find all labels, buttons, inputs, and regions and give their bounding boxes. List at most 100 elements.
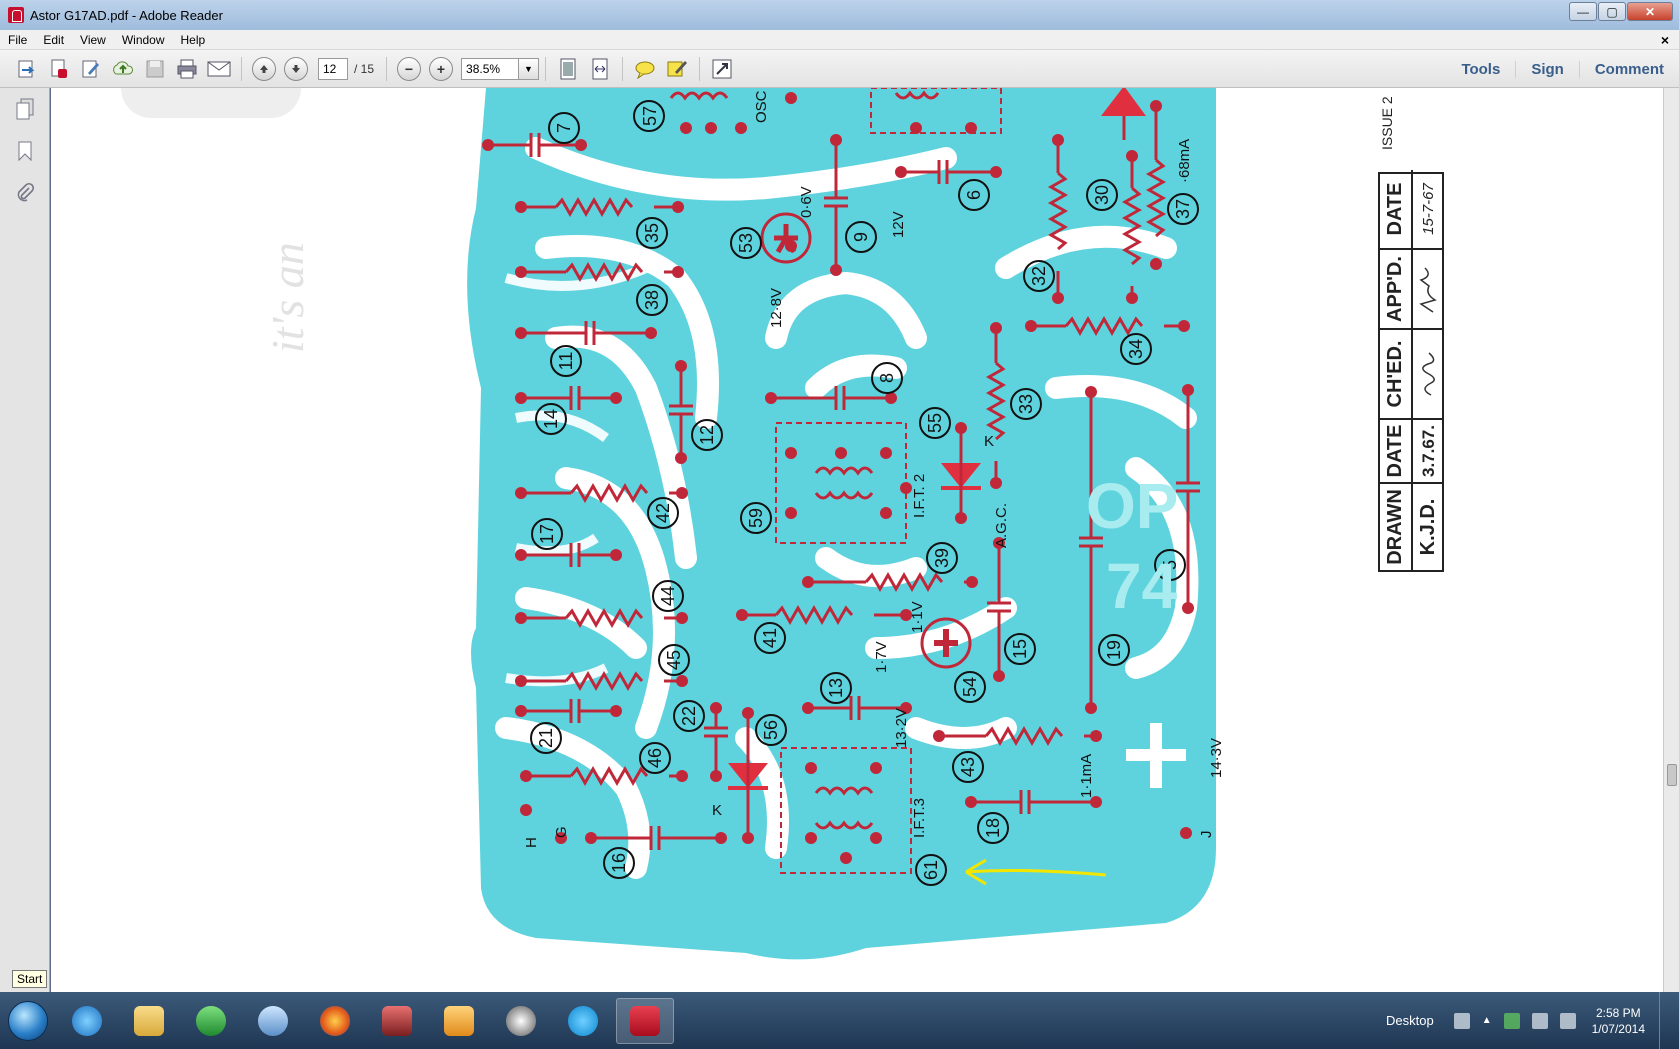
taskbar-firefox[interactable] <box>306 998 364 1044</box>
svg-text:21: 21 <box>536 728 556 748</box>
minimize-button[interactable]: — <box>1569 2 1597 21</box>
close-button[interactable]: ✕ <box>1627 2 1673 21</box>
menu-window[interactable]: Window <box>121 32 165 47</box>
keyboard-icon[interactable] <box>1453 1012 1470 1029</box>
resistor-35 <box>515 198 684 216</box>
create-pdf-icon[interactable] <box>46 56 72 82</box>
save-icon[interactable] <box>142 56 168 82</box>
resistor-30 <box>1123 150 1141 304</box>
label-14: 14 <box>535 403 567 435</box>
label-43: 43 <box>952 751 984 783</box>
label-15: 15 <box>1004 633 1036 665</box>
chevron-down-icon[interactable]: ▼ <box>519 57 540 80</box>
label-5: 5 <box>1154 549 1186 581</box>
comment-link[interactable]: Comment <box>1578 60 1679 78</box>
clock[interactable]: 2:58 PM 1/07/2014 <box>1592 1005 1645 1037</box>
svg-text:16: 16 <box>609 853 629 873</box>
taskbar-green-app[interactable] <box>182 998 240 1044</box>
document-close-button[interactable]: × <box>1660 32 1669 48</box>
svg-text:22: 22 <box>679 706 699 726</box>
bookmarks-icon[interactable] <box>12 138 38 164</box>
label-14-3v: 14·3V <box>1208 738 1225 778</box>
menu-help[interactable]: Help <box>180 32 206 47</box>
print-icon[interactable] <box>174 56 200 82</box>
taskbar-file-explorer[interactable] <box>120 998 178 1044</box>
desktop-toolbar-label[interactable]: Desktop <box>1386 1013 1434 1028</box>
document-view[interactable]: it's an <box>51 88 1663 992</box>
skype-icon <box>568 1005 598 1036</box>
open-file-icon[interactable] <box>14 56 40 82</box>
volume-icon[interactable] <box>1559 1012 1576 1029</box>
previous-page-button[interactable] <box>252 56 276 81</box>
menu-edit[interactable]: Edit <box>43 32 65 47</box>
page-thumbnails-icon[interactable] <box>12 96 38 122</box>
menu-view[interactable]: View <box>80 32 106 47</box>
svg-text:19: 19 <box>1104 640 1124 660</box>
taskbar-skype[interactable] <box>554 998 612 1044</box>
label-19: 19 <box>1098 634 1130 666</box>
sign-link[interactable]: Sign <box>1515 60 1579 78</box>
email-icon[interactable] <box>206 56 232 82</box>
svg-text:39: 39 <box>932 548 952 568</box>
issue-label: ISSUE 2 <box>1379 96 1395 150</box>
next-page-button[interactable] <box>284 56 308 81</box>
title-bar: Astor G17AD.pdf - Adobe Reader — ▢ ✕ <box>0 0 1679 30</box>
capacitors <box>488 133 1200 850</box>
zoom-select[interactable]: ▼ <box>461 57 540 80</box>
label-22: 22 <box>673 700 705 732</box>
highlight-icon[interactable] <box>664 56 690 82</box>
label-46: 46 <box>639 742 671 774</box>
taskbar-mail-app[interactable] <box>244 998 302 1044</box>
network-icon[interactable] <box>1531 1012 1548 1029</box>
edit-pdf-icon[interactable] <box>78 56 104 82</box>
fit-page-icon[interactable] <box>555 56 581 82</box>
expand-icon[interactable] <box>709 56 735 82</box>
svg-text:35: 35 <box>642 223 662 243</box>
scrollbar-thumb[interactable] <box>1667 764 1677 786</box>
tools-link[interactable]: Tools <box>1461 60 1501 78</box>
resistor-34 <box>1025 317 1190 335</box>
zoom-input[interactable] <box>461 57 520 80</box>
label-13: 13 <box>820 672 852 704</box>
svg-text:11: 11 <box>556 352 576 371</box>
taskbar-internet-explorer[interactable] <box>58 998 116 1044</box>
page-number-input[interactable] <box>318 57 348 80</box>
folder-icon <box>134 1005 164 1036</box>
diode-55 <box>941 422 981 524</box>
taskbar-utility-app[interactable] <box>492 998 550 1044</box>
toolbar-separator <box>699 56 701 81</box>
approval-header-date: DATE <box>1380 418 1413 482</box>
show-hidden-icons-icon[interactable]: ▲ <box>1481 1015 1492 1026</box>
svg-text:53: 53 <box>736 233 756 253</box>
label-k1: K <box>984 433 994 450</box>
zoom-out-button[interactable]: − <box>397 56 422 81</box>
svg-text:30: 30 <box>1092 185 1112 205</box>
circuit-board-diagram: 57 7 35 38 11 14 12 42 17 44 45 21 22 46… <box>467 88 1225 960</box>
fit-width-icon[interactable] <box>587 56 613 82</box>
svg-text:57: 57 <box>640 106 660 126</box>
resistor-39 <box>802 573 978 591</box>
attachments-icon[interactable] <box>12 180 38 206</box>
tray-app-icon[interactable] <box>1503 1012 1520 1029</box>
label-6: 6 <box>958 179 990 211</box>
transistor-54 <box>920 617 972 669</box>
cloud-upload-icon[interactable] <box>110 56 136 82</box>
maximize-button[interactable]: ▢ <box>1598 2 1626 21</box>
zoom-in-button[interactable]: + <box>429 56 454 81</box>
show-desktop-button[interactable] <box>1659 992 1671 1049</box>
resistor-42 <box>515 484 688 502</box>
menu-file[interactable]: File <box>8 32 28 47</box>
label-j: J <box>1198 831 1215 839</box>
start-button[interactable]: Start <box>0 969 56 1046</box>
resistor-45 <box>515 672 688 690</box>
taskbar-player-app[interactable] <box>430 998 488 1044</box>
label-g: G <box>553 826 570 838</box>
sticky-note-icon[interactable] <box>632 56 658 82</box>
label-0-6v: 0·6V <box>798 186 815 218</box>
label-45: 45 <box>658 644 690 676</box>
taskbar-adobe-reader[interactable] <box>616 997 674 1044</box>
approval-value-appd-signature <box>1413 248 1444 328</box>
vertical-scrollbar[interactable] <box>1663 88 1679 992</box>
svg-text:9: 9 <box>851 232 871 242</box>
taskbar-media-app[interactable] <box>368 998 426 1044</box>
